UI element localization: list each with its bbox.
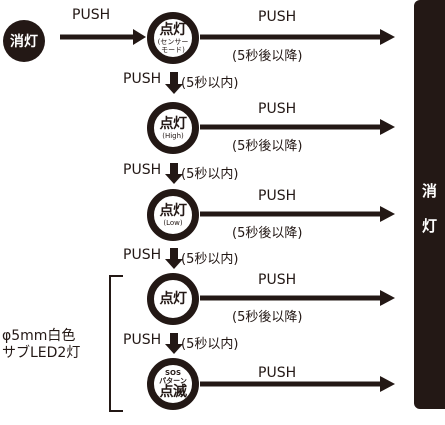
sensor-mode-sub: (センサー モード)	[157, 37, 189, 54]
push-label: PUSH	[123, 162, 162, 178]
off-state-label: 消灯	[10, 34, 38, 50]
sos-mode-sub: SOS パターン	[159, 368, 187, 385]
high-mode-button: 点灯 (High)	[147, 102, 199, 154]
low-mode-button: 点灯 (Low)	[147, 189, 199, 241]
push-label: PUSH	[258, 9, 297, 25]
sub-led-spec: φ5mm白色	[2, 328, 76, 344]
arrow-sensor-to-high	[170, 72, 178, 85]
within-5s-label: (5秒以内)	[181, 252, 239, 267]
high-mode-sub: (High)	[162, 131, 184, 140]
sub-led-bracket	[109, 275, 123, 412]
push-label: PUSH	[72, 7, 111, 23]
sos-mode-main: 点滅	[159, 383, 188, 400]
sos-mode-button: SOS パターン 点滅	[147, 358, 199, 410]
sub-led-mode-main: 点灯	[159, 290, 188, 307]
sensor-mode-main: 点灯	[159, 21, 188, 38]
push-label: PUSH	[123, 332, 162, 348]
hold-5s-label: (5秒後以降)	[232, 226, 303, 241]
arrow-high-to-low	[170, 163, 178, 175]
within-5s-label: (5秒以内)	[181, 76, 239, 91]
within-5s-label: (5秒以内)	[181, 167, 239, 182]
low-mode-main: 点灯	[159, 202, 188, 219]
push-label: PUSH	[258, 101, 297, 117]
push-label: PUSH	[258, 272, 297, 288]
sub-led-count: サブLED2灯	[2, 345, 81, 361]
arrow-low-to-sub	[170, 248, 178, 260]
on-state-bar: 消 灯	[414, 0, 445, 409]
within-5s-label: (5秒以内)	[181, 337, 239, 352]
on-state-label-2: 灯	[421, 217, 437, 235]
push-label: PUSH	[258, 365, 297, 381]
push-label: PUSH	[123, 247, 162, 263]
high-mode-main: 点灯	[159, 115, 188, 132]
push-label: PUSH	[258, 188, 297, 204]
sensor-mode-button: 点灯 (センサー モード)	[147, 12, 199, 64]
push-label: PUSH	[123, 71, 162, 87]
hold-5s-label: (5秒後以降)	[232, 139, 303, 154]
arrow-sub-to-sos	[170, 333, 178, 345]
hold-5s-label: (5秒後以降)	[232, 310, 303, 325]
hold-5s-label: (5秒後以降)	[232, 49, 303, 64]
low-mode-sub: (Low)	[163, 218, 183, 227]
on-state-label-1: 消	[421, 182, 437, 200]
sub-led-mode-button: 点灯	[147, 273, 199, 325]
off-state-badge: 消灯	[3, 20, 45, 62]
